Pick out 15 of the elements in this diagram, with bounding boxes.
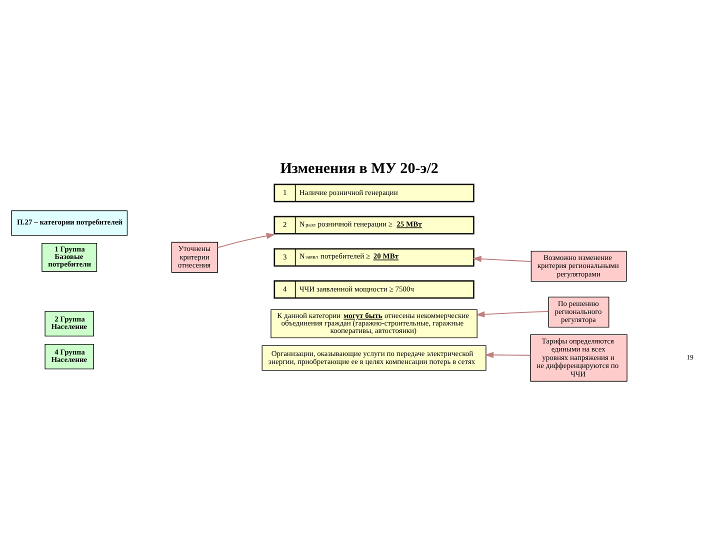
arrow [472,256,531,262]
node-box: П.27 – категории потребителей [11,210,128,236]
node-box: 4 Группа Население [44,344,94,370]
arrow [484,352,530,358]
arrow [476,311,549,318]
node-box: Возможно изменение критерия региональными регуляторами [530,250,627,282]
node-box: 1 Группа Базовые потребители [42,242,98,272]
node-box: Уточнены критерии отнесения [171,242,218,273]
node-box: К данной категории могут быть отнесены некоммерческие объединения граждан (гаражно-строительные, гаражные кооперативы, автостоянки) [270,309,478,338]
node-box: Тарифы определяются едиными на всех уровнях напряжения и не дифференцируются по ЧЧИ [530,334,628,382]
arrow [218,232,276,248]
node-box: По решению регионального регулятора [548,296,610,328]
node-box: 2 Группа Население [44,311,94,336]
node-box: Организации, оказывающие услуги по передаче электрической энергии, приобретающие ее в целях компенсации потерь в сетях [262,345,486,371]
diagram-title: Изменения в МУ 20-э/2 [280,160,438,177]
